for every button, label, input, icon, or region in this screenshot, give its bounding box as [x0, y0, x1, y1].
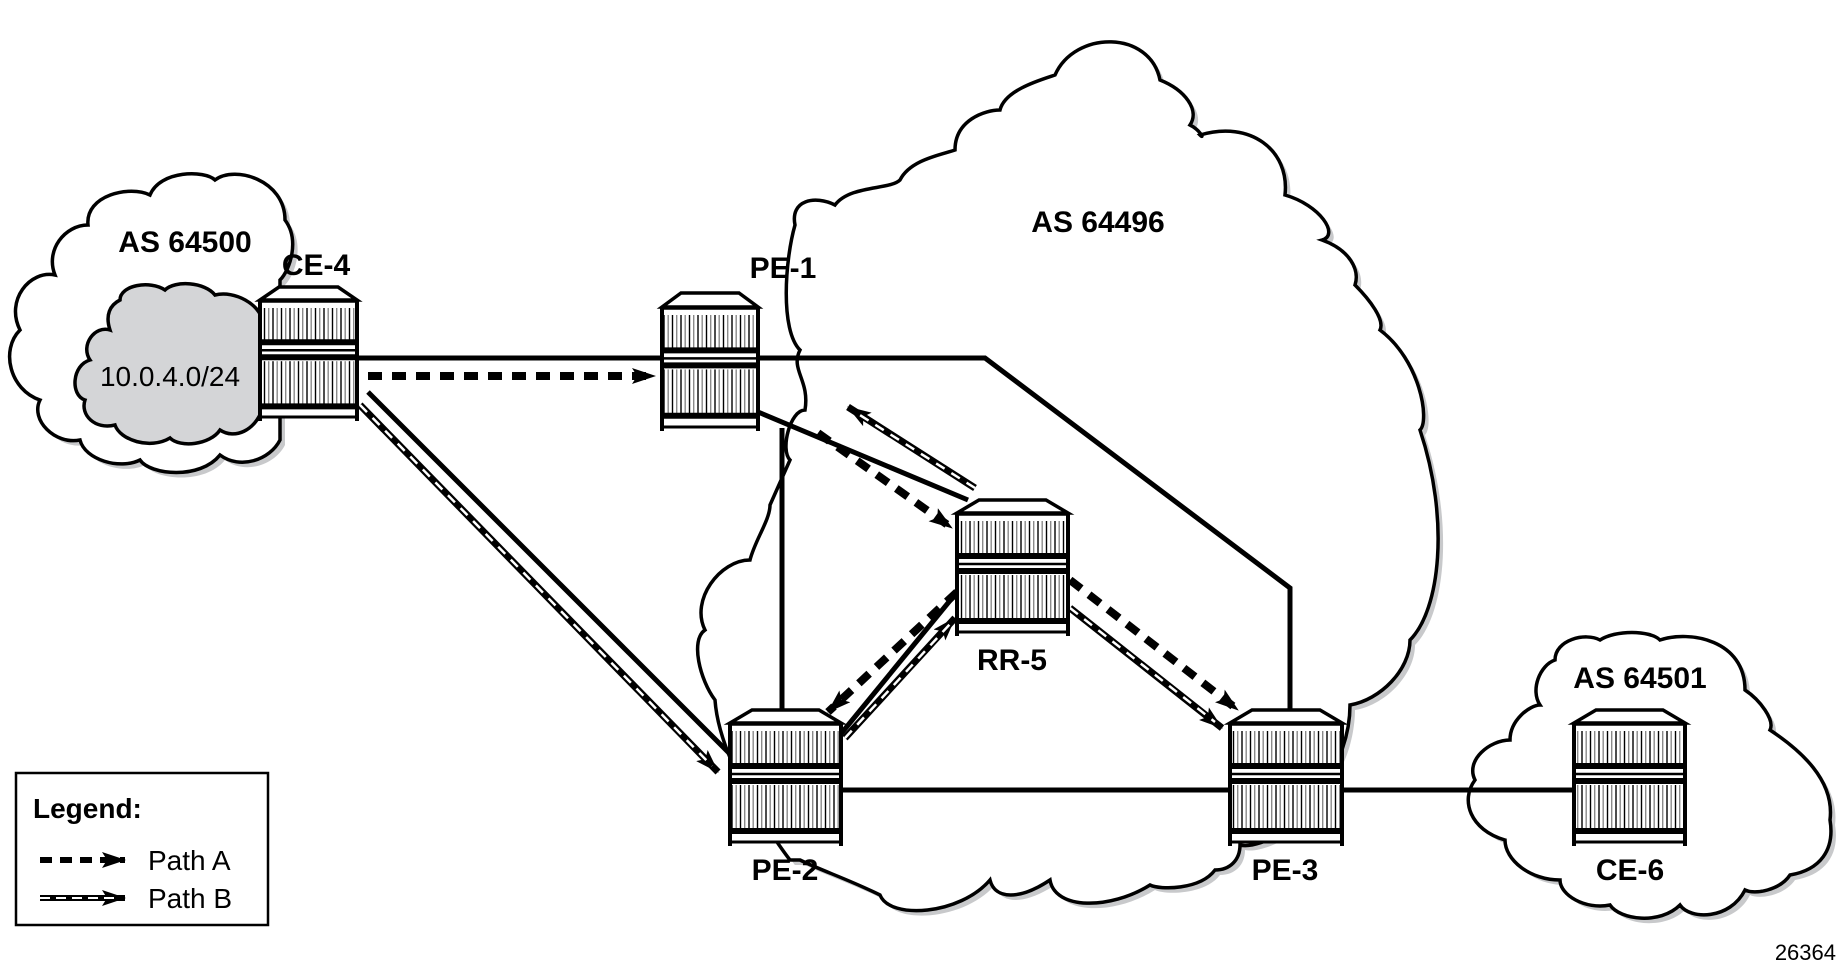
router-cap — [1567, 708, 1692, 725]
as64500-label: AS 64500 — [118, 226, 251, 259]
prefix-label: 10.0.4.0/24 — [100, 361, 240, 392]
router-cap — [254, 285, 363, 302]
cloud-prefix: 10.0.4.0/24 — [73, 282, 264, 446]
node-label-ce4[interactable]: CE-4 — [282, 249, 351, 282]
path-b-rr5-pe1 — [846, 404, 977, 491]
links — [357, 355, 1574, 793]
legend: Legend: Path A Path B — [14, 771, 270, 927]
link-rr5-pe2 — [838, 590, 959, 737]
router-ce6[interactable] — [1567, 708, 1692, 846]
routers — [254, 285, 1692, 846]
path-b — [357, 402, 1225, 775]
path-b-ce4-pe2 — [357, 402, 721, 775]
router-cap — [950, 498, 1075, 515]
legend-label-path-b: Path B — [148, 883, 232, 914]
router-rr5[interactable] — [950, 498, 1075, 636]
cloud-as64496 — [695, 40, 1444, 916]
as64496-label: AS 64496 — [1031, 206, 1164, 239]
node-label-pe2[interactable]: PE-2 — [752, 854, 819, 887]
path-a-rr5-pe2 — [825, 589, 960, 715]
legend-item-path-b: Path B — [40, 883, 232, 914]
node-label-pe3[interactable]: PE-3 — [1252, 854, 1319, 887]
link-pe1-rr5 — [757, 409, 969, 503]
node-label-rr5[interactable]: RR-5 — [977, 644, 1047, 677]
node-label-pe1[interactable]: PE-1 — [750, 252, 817, 285]
path-a-rr5-pe3 — [1067, 576, 1241, 714]
router-cap — [723, 708, 848, 725]
router-cap — [1223, 708, 1349, 725]
figure-id: 26364 — [1775, 940, 1836, 965]
as64501-label: AS 64501 — [1573, 662, 1706, 695]
path-a-pe1-rr5 — [815, 429, 955, 532]
router-cap — [656, 291, 764, 309]
router-ce4[interactable] — [254, 285, 363, 421]
legend-item-path-a: Path A — [40, 845, 231, 876]
link-pe1-pe3 — [758, 355, 1293, 710]
path-a — [368, 368, 1241, 715]
router-pe3[interactable] — [1223, 708, 1349, 846]
path-b-rr5-pe3 — [1067, 605, 1225, 731]
node-label-ce6[interactable]: CE-6 — [1596, 854, 1664, 887]
path-b-pe2-rr5 — [842, 615, 958, 741]
router-pe1[interactable] — [656, 291, 764, 431]
legend-label-path-a: Path A — [148, 845, 231, 876]
link-ce4-pe2 — [366, 390, 732, 756]
router-pe2[interactable] — [723, 708, 848, 846]
legend-title: Legend: — [33, 793, 142, 824]
